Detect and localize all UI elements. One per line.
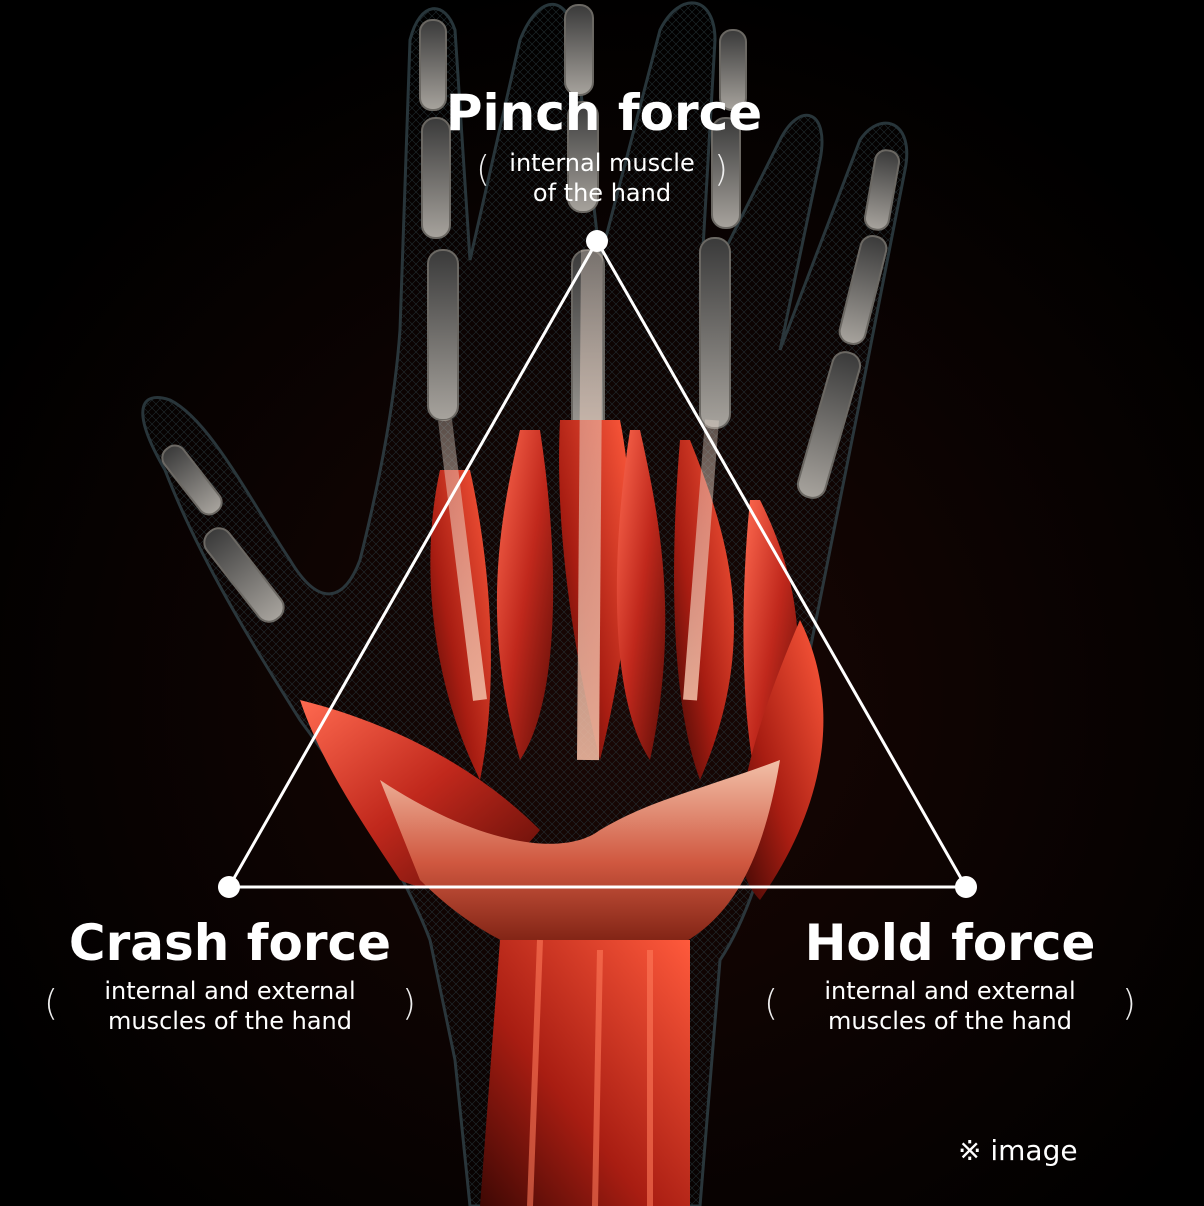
reference-mark-icon: ※: [958, 1134, 982, 1167]
hand-muscles: [300, 249, 824, 1206]
force-triangle: [218, 230, 977, 898]
pinch-force-title: Pinch force: [445, 84, 763, 142]
pinch-vertex-dot: [586, 230, 608, 252]
pinch-force-subtitle: ( internal muscle of the hand ): [476, 149, 728, 207]
close-paren-icon: ): [1121, 983, 1136, 1024]
close-paren-icon: ): [713, 149, 728, 190]
crash-force-title: Crash force: [68, 914, 392, 972]
open-paren-icon: (: [44, 983, 59, 1024]
crash-vertex-dot: [218, 876, 240, 898]
hold-vertex-dot: [955, 876, 977, 898]
close-paren-icon: ): [401, 983, 416, 1024]
crash-force-subtitle: ( internal and external muscles of the h…: [44, 977, 416, 1035]
pinch-force-label: Pinch force ( internal muscle of the han…: [0, 88, 1204, 208]
open-paren-icon: (: [764, 983, 779, 1024]
crash-force-label: Crash force ( internal and external musc…: [40, 918, 420, 1036]
hold-force-subtitle: ( internal and external muscles of the h…: [764, 977, 1136, 1035]
open-paren-icon: (: [476, 149, 491, 190]
image-note: ※ image: [958, 1134, 1078, 1167]
hold-force-title: Hold force: [804, 914, 1096, 972]
image-note-text: image: [990, 1134, 1078, 1167]
hold-force-label: Hold force ( internal and external muscl…: [760, 918, 1140, 1036]
